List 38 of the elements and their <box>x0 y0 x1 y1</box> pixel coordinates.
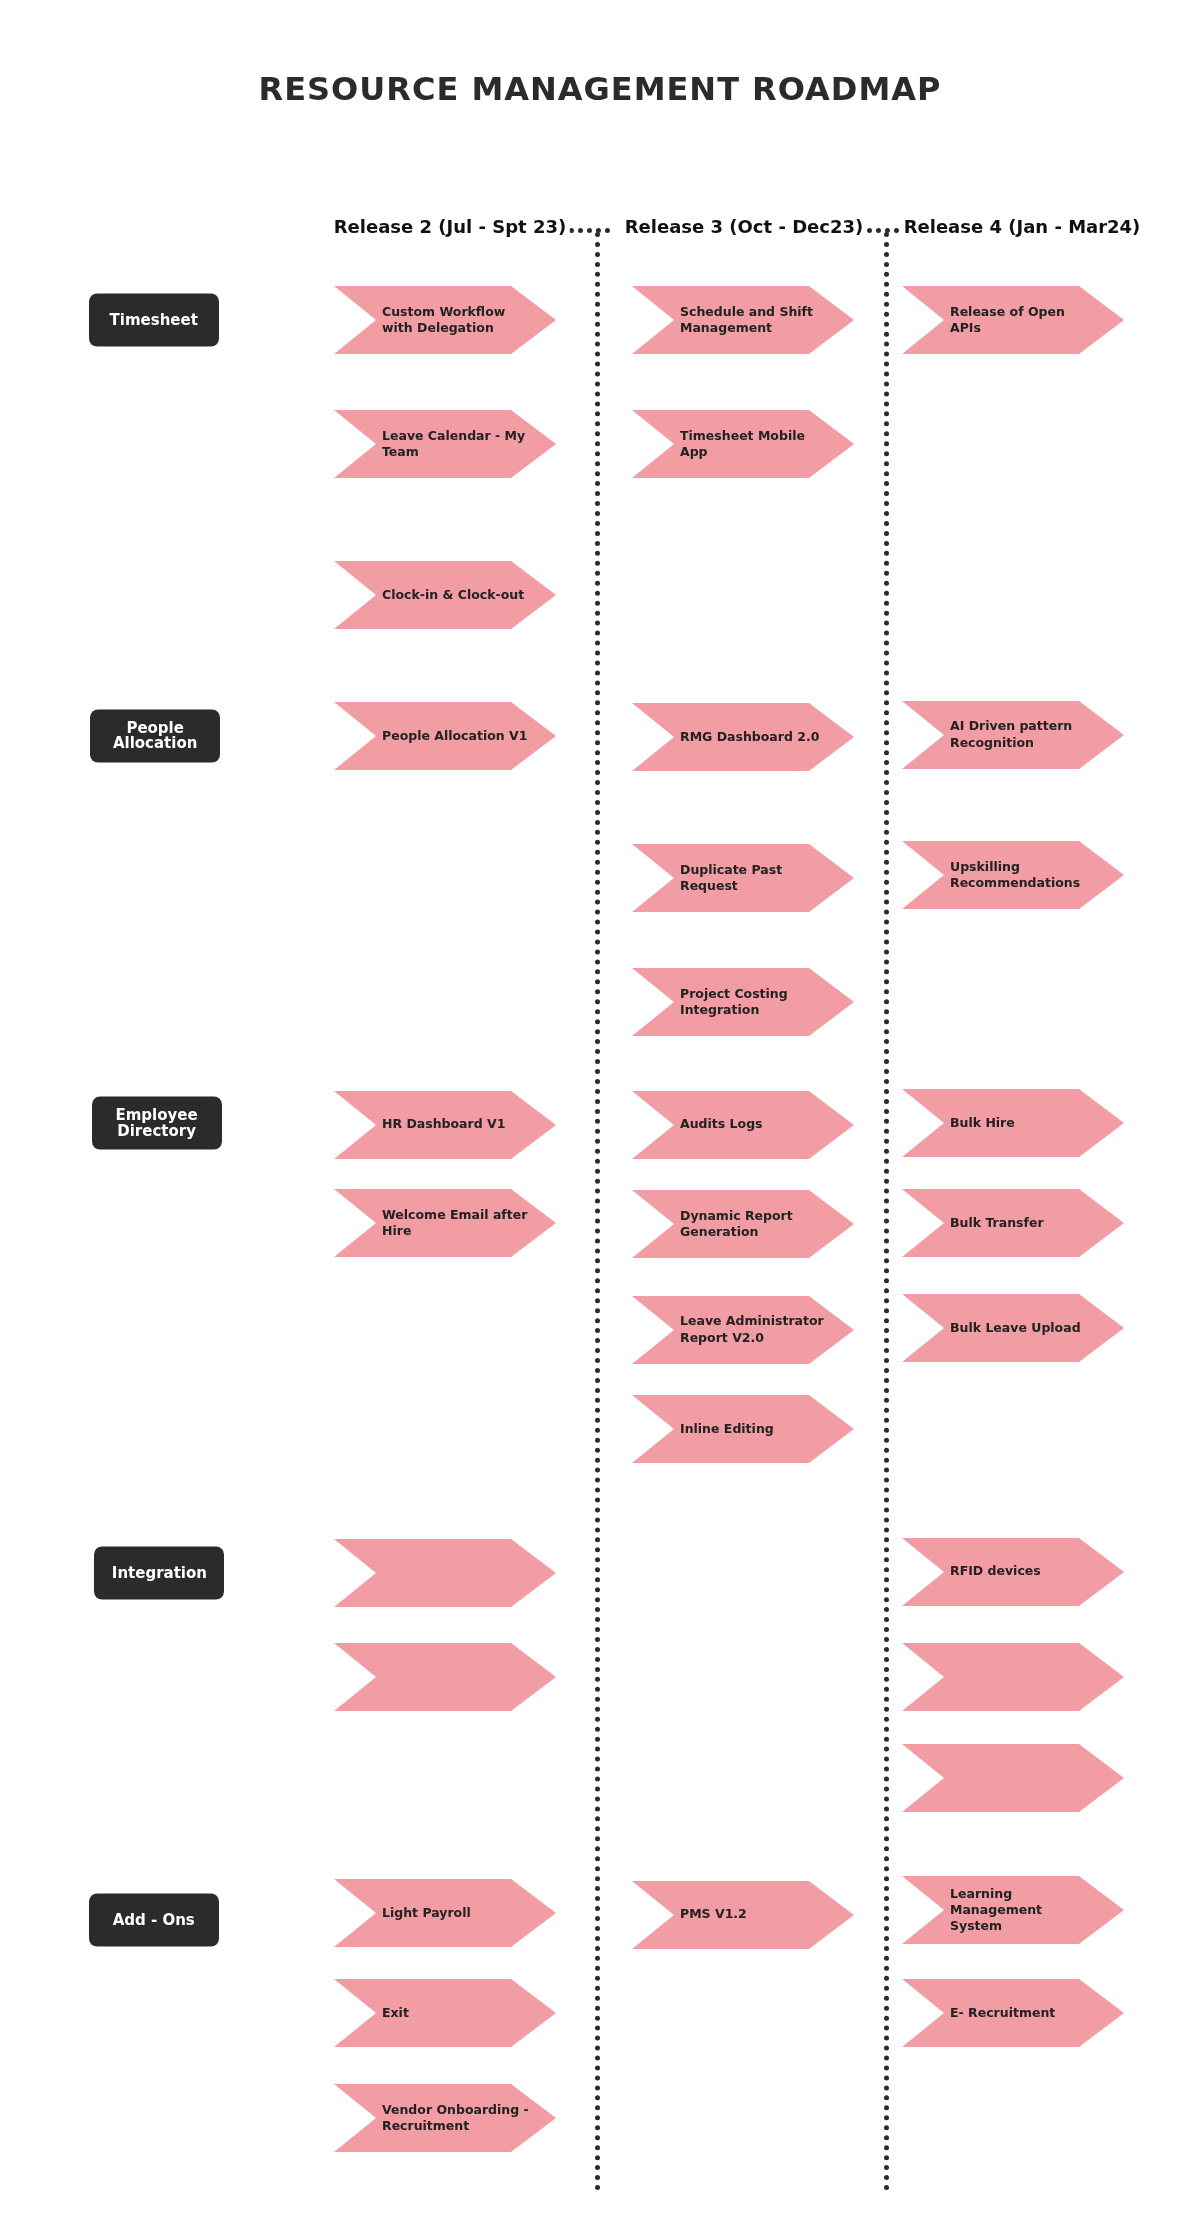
feature-banner: PMS V1.2 <box>632 1880 854 1949</box>
feature-banner: Dynamic Report Generation <box>632 1190 854 1259</box>
category-label: Timesheet <box>88 293 219 347</box>
feature-banner: AI Driven pattern Recognition <box>902 700 1124 769</box>
feature-banner: Audits Logs <box>632 1090 854 1159</box>
feature-banner: Leave Administrator Report V2.0 <box>632 1295 854 1364</box>
feature-banner: Learning Management System <box>902 1876 1124 1945</box>
feature-banner: Light Payroll <box>334 1879 556 1948</box>
feature-banner: Exit <box>334 1978 556 2047</box>
feature-banner: RFID devices <box>902 1537 1124 1606</box>
category-label: Employee Directory <box>91 1096 222 1150</box>
category-label: People Allocation <box>90 709 221 763</box>
feature-banner: Custom Workflow with Delegation <box>334 286 556 355</box>
feature-banner: Upskilling Recommendations <box>902 841 1124 910</box>
title: RESOURCE MANAGEMENT ROADMAP <box>257 70 943 108</box>
feature-banner: Bulk Leave Upload <box>902 1294 1124 1363</box>
empty-feature-banner <box>902 1743 1124 1812</box>
empty-feature-banner <box>902 1642 1124 1711</box>
feature-banner: Welcome Email after Hire <box>334 1188 556 1257</box>
feature-banner: Bulk Hire <box>902 1089 1124 1158</box>
feature-banner: Inline Editing <box>632 1395 854 1464</box>
empty-feature-banner <box>334 1538 556 1607</box>
feature-banner: Project Costing Integration <box>632 968 854 1037</box>
feature-banner: People Allocation V1 <box>334 701 556 770</box>
empty-feature-banner <box>334 1642 556 1711</box>
feature-banner: Duplicate Past Request <box>632 844 854 913</box>
category-label: Add - Ons <box>88 1893 219 1947</box>
feature-banner: E- Recruitment <box>902 1978 1124 2047</box>
feature-banner: Timesheet Mobile App <box>632 410 854 479</box>
feature-banner: HR Dashboard V1 <box>334 1090 556 1159</box>
feature-banner: Vendor Onboarding - Recruitment <box>334 2084 556 2153</box>
feature-banner: Clock-in & Clock-out <box>334 561 556 629</box>
feature-banner: Leave Calendar - My Team <box>334 410 556 479</box>
feature-banner: Bulk Transfer <box>902 1188 1124 1257</box>
feature-banner: Release of Open APIs <box>902 286 1124 355</box>
feature-banner: RMG Dashboard 2.0 <box>632 703 854 772</box>
category-label: Integration <box>94 1546 225 1600</box>
feature-banner: Schedule and Shift Management <box>632 286 854 355</box>
